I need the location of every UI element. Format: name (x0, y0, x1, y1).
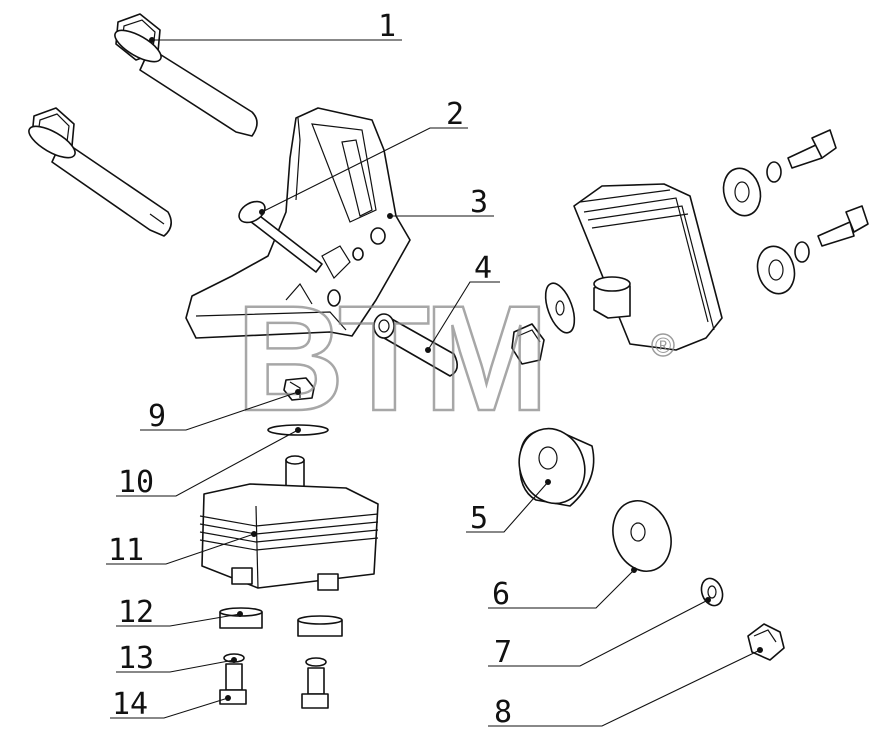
callout-4: 4 (474, 251, 492, 286)
callout-10: 10 (118, 465, 154, 500)
flange-bolt-upper (114, 13, 258, 137)
sleeve-bushing (373, 313, 458, 377)
callout-leaders (106, 37, 763, 727)
callout-7: 7 (494, 635, 512, 670)
small-bolt-right (301, 657, 329, 709)
callout-6: 6 (492, 577, 510, 612)
spacer-right (297, 615, 343, 637)
callout-5: 5 (470, 501, 488, 536)
pin-bolt (238, 200, 323, 273)
callout-11: 11 (108, 533, 144, 568)
rubber-mount-block-right (511, 129, 869, 365)
thin-spacer (612, 500, 672, 572)
callout-labels: 1 2 3 4 5 6 7 8 9 10 11 12 13 14 (108, 9, 512, 730)
callout-12: 12 (118, 595, 154, 630)
watermark-text: BTM (236, 274, 543, 442)
spacer-left (219, 607, 263, 629)
callout-14: 14 (112, 687, 148, 722)
watermark-registered-mark: ® (655, 333, 671, 358)
rubber-mount-block-lower (199, 455, 379, 591)
callout-2: 2 (446, 97, 464, 132)
flange-bolt-lower (28, 107, 172, 237)
hex-nut (747, 623, 785, 661)
thick-spacer (518, 427, 595, 507)
callout-9: 9 (148, 399, 166, 434)
callout-3: 3 (470, 185, 488, 220)
callout-13: 13 (118, 641, 154, 676)
callout-8: 8 (494, 695, 512, 730)
callout-1: 1 (378, 9, 396, 44)
watermark: BTM ® (235, 273, 675, 443)
